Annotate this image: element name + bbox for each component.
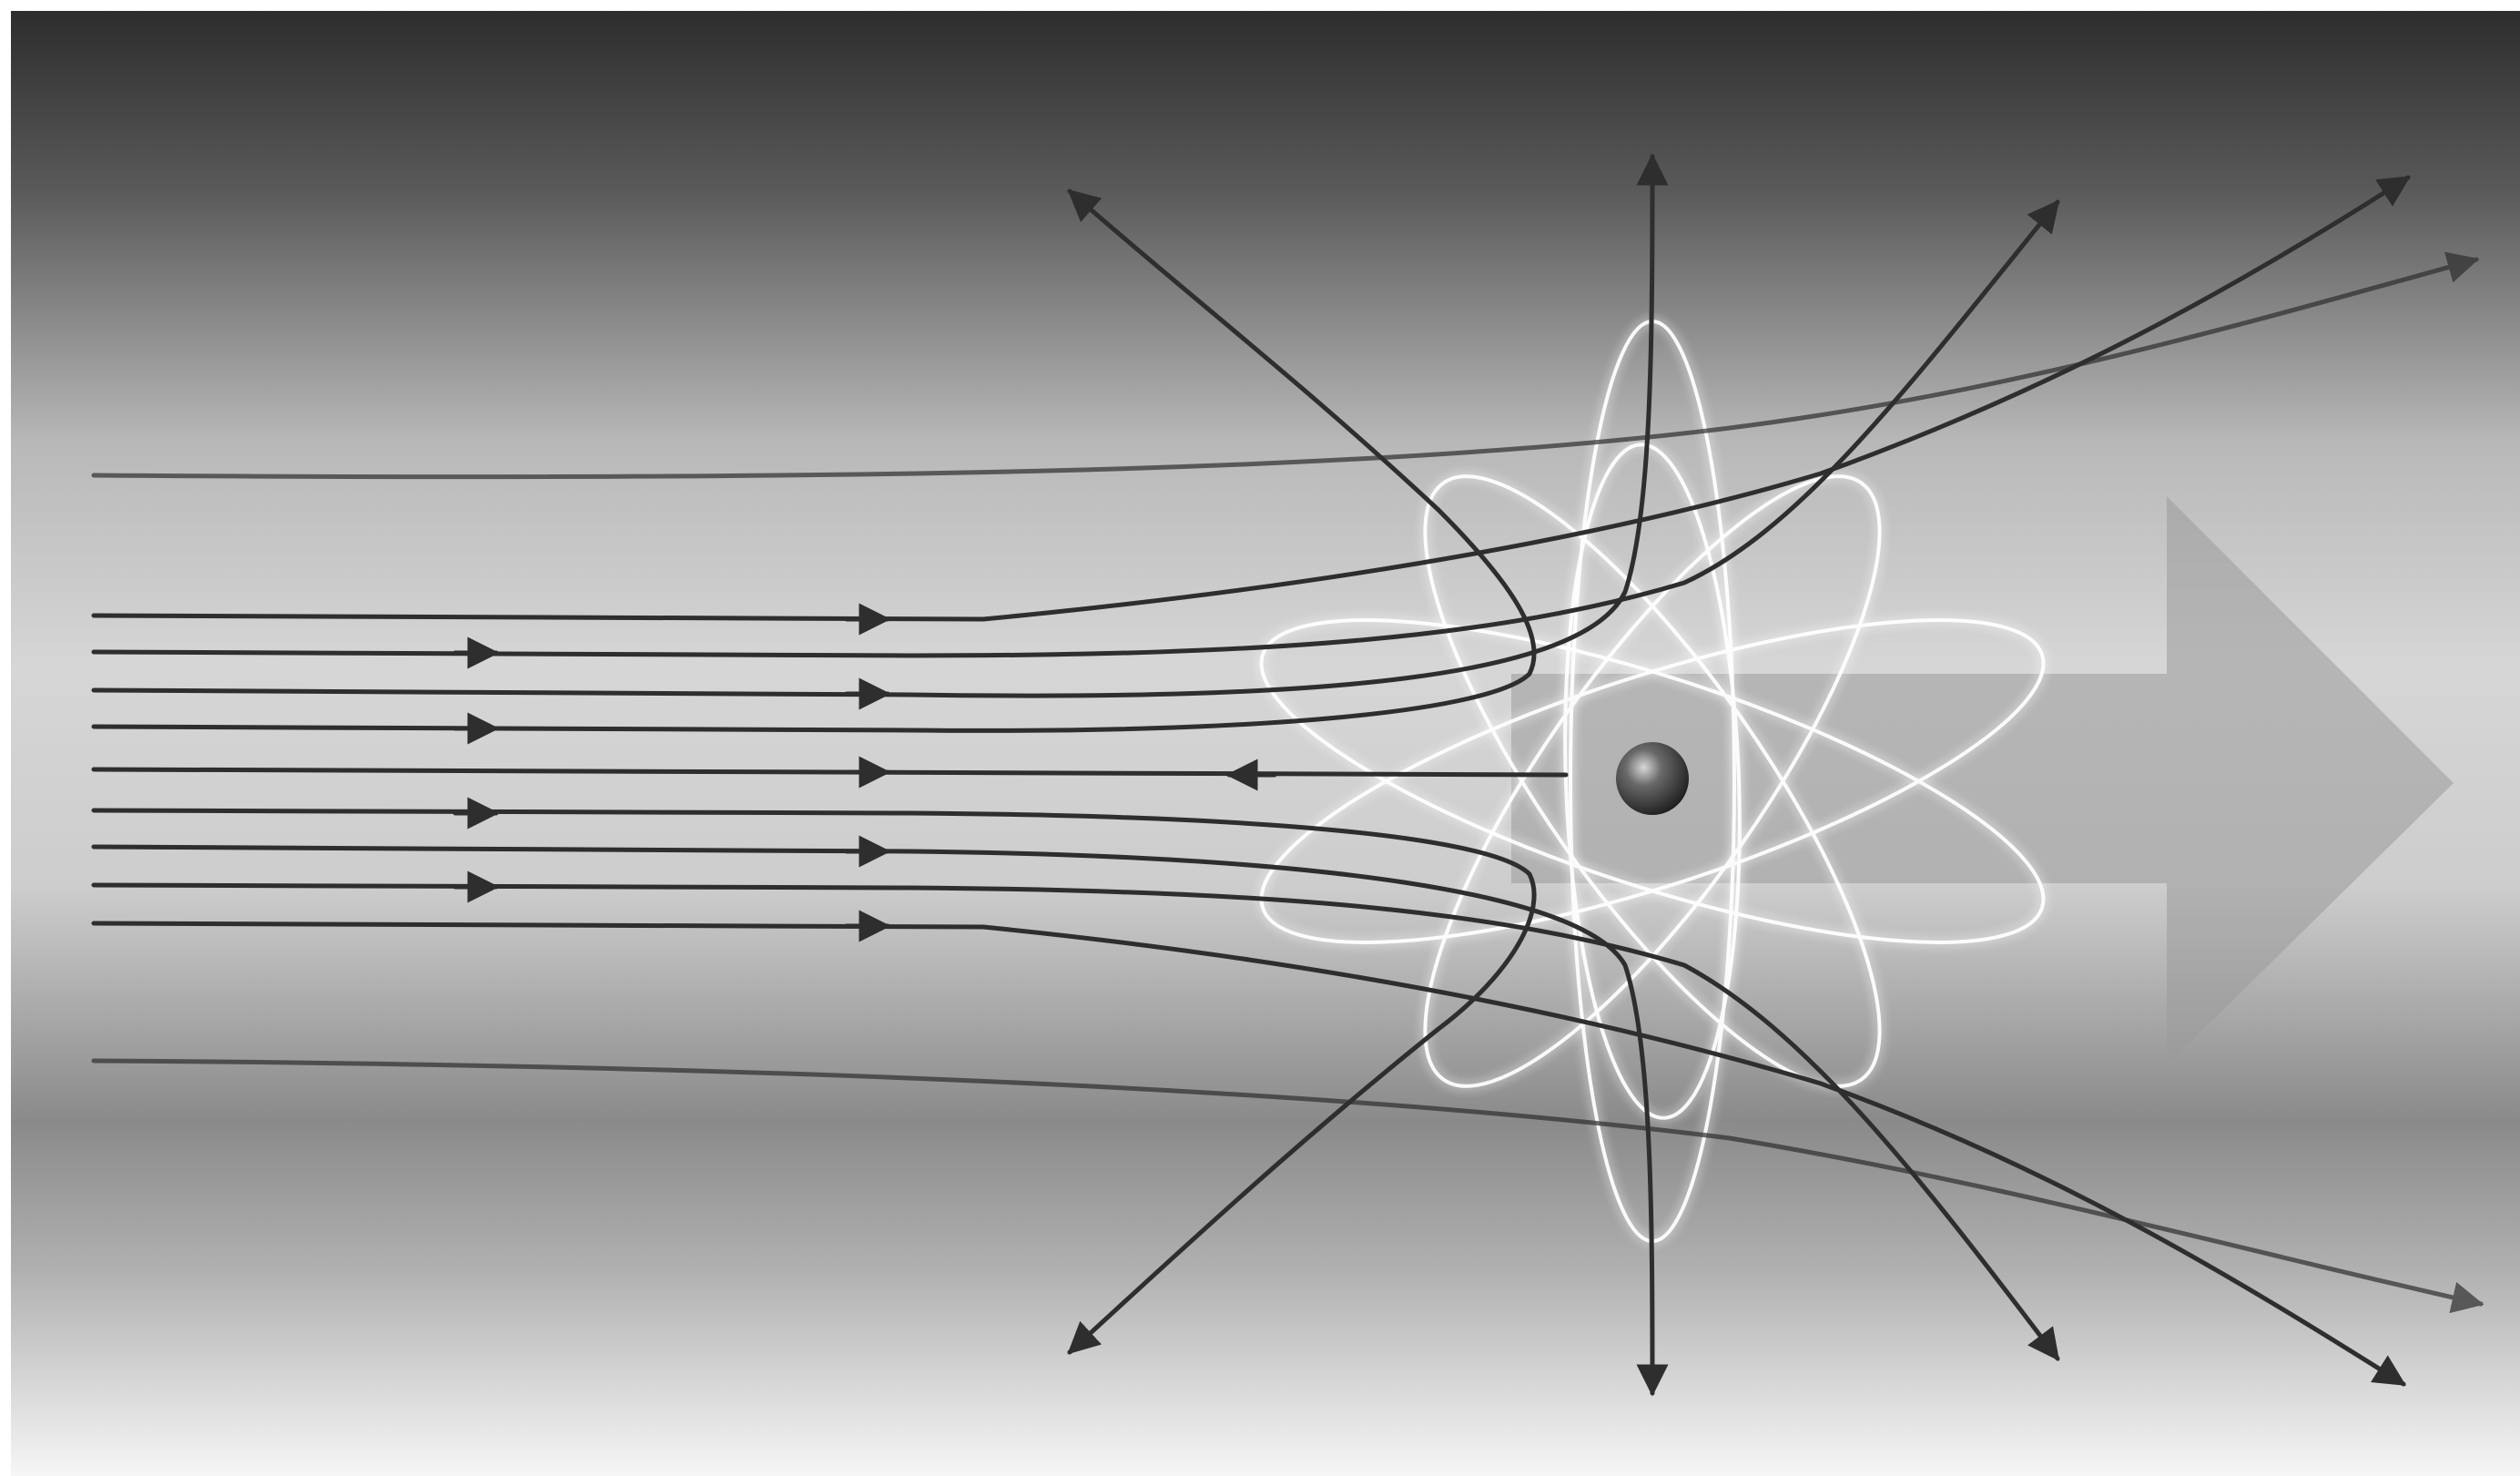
top-border [0, 0, 2520, 11]
left-border [0, 0, 11, 1476]
nucleus-icon [1616, 742, 1689, 815]
